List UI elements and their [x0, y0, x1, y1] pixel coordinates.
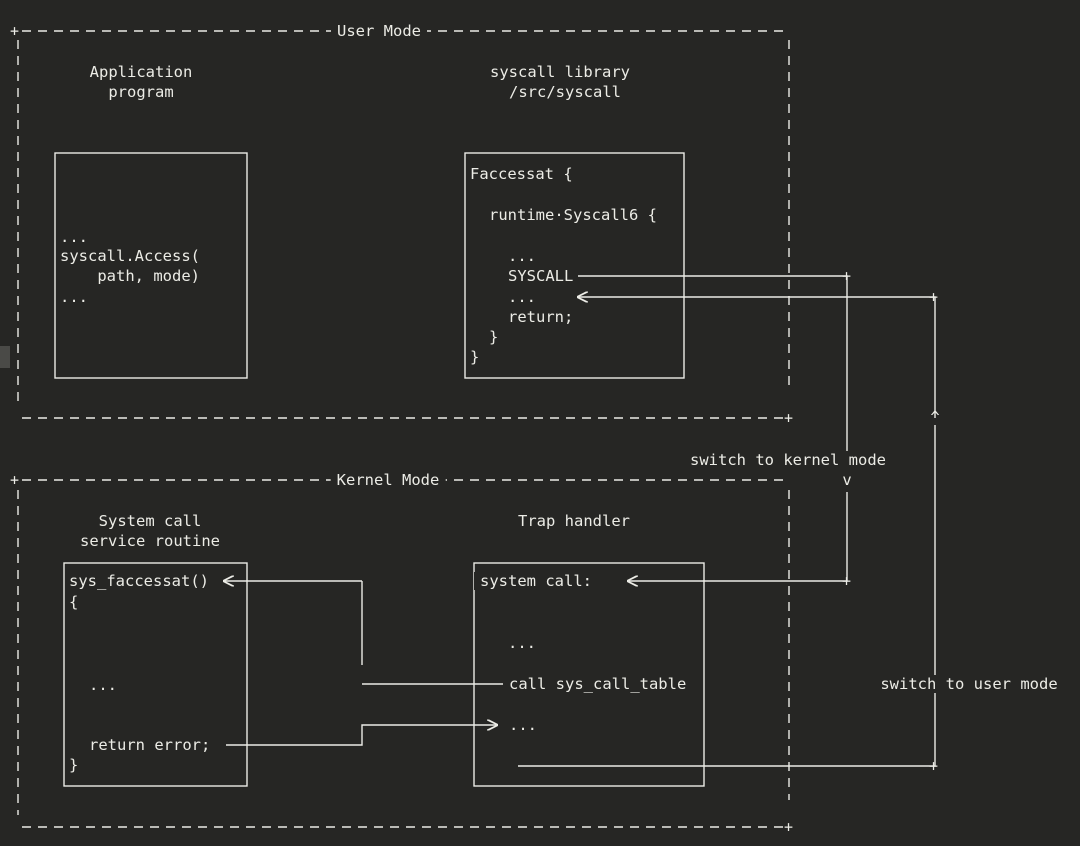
- trap-handler-label: Trap handler: [518, 512, 630, 530]
- lib-code-line: }: [489, 328, 499, 346]
- lib-code-line: runtime·Syscall6 {: [489, 206, 657, 224]
- routine-code-line: return error;: [83, 736, 217, 754]
- plus-corner: +: [929, 288, 938, 306]
- switch-to-user-label: switch to user mode: [874, 675, 1064, 693]
- routine-code-line: {: [69, 593, 79, 611]
- editor-gutter-marker: [0, 346, 10, 368]
- app-code-line: path, mode): [60, 267, 200, 285]
- trap-code-line: system call:: [474, 572, 598, 590]
- service-routine-box: [63, 562, 248, 787]
- plus-corner: +: [929, 757, 938, 775]
- lib-code-line: }: [470, 348, 480, 366]
- trap-handler-box: [473, 562, 705, 787]
- service-routine-label-line2: service routine: [80, 532, 220, 550]
- kernel-mode-title: Kernel Mode: [330, 471, 446, 489]
- application-box: [54, 152, 248, 379]
- error-return-path: [226, 725, 497, 746]
- service-routine-label-line1: System call: [98, 512, 202, 530]
- plus-corner: +: [784, 818, 793, 836]
- user-mode-title: User Mode: [331, 22, 427, 40]
- user-return-path: [578, 297, 936, 418]
- trap-code-line: ...: [503, 716, 543, 734]
- routine-code-line: }: [69, 756, 79, 774]
- trap-code-line: call sys_call_table: [503, 675, 693, 693]
- syscall-library-label-line1: syscall library: [490, 63, 630, 81]
- switch-to-kernel-label: switch to kernel mode: [684, 451, 892, 469]
- syscall-library-label-line2: /src/syscall: [509, 83, 621, 101]
- plus-corner: +: [784, 409, 793, 427]
- syscall-to-kernel-path: [578, 275, 848, 460]
- down-arrow-glyph: v: [842, 471, 852, 489]
- kernel-entry-path: [628, 492, 848, 581]
- lib-code-line: ...: [508, 247, 536, 265]
- syscall-library-box: [464, 152, 685, 379]
- return-to-user-path: [518, 425, 936, 767]
- application-label-line2: program: [108, 83, 174, 101]
- up-arrow-glyph: ^: [930, 408, 940, 426]
- lib-code-line: Faccessat {: [470, 165, 573, 183]
- plus-corner: +: [842, 267, 851, 285]
- lib-code-line: SYSCALL: [508, 267, 574, 285]
- app-code-line: ...: [60, 288, 88, 306]
- trap-code-line: ...: [508, 634, 536, 652]
- app-code-line: syscall.Access(: [60, 247, 200, 265]
- app-code-line: ...: [60, 228, 88, 246]
- routine-code-line: ...: [89, 676, 117, 694]
- application-label-line1: Application: [89, 63, 193, 81]
- routine-code-line: sys_faccessat(): [69, 572, 209, 590]
- plus-corner: +: [10, 22, 19, 40]
- plus-corner: +: [10, 471, 19, 489]
- lib-code-line: return;: [508, 308, 574, 326]
- plus-corner: +: [842, 572, 851, 590]
- lib-code-line: ...: [508, 288, 536, 306]
